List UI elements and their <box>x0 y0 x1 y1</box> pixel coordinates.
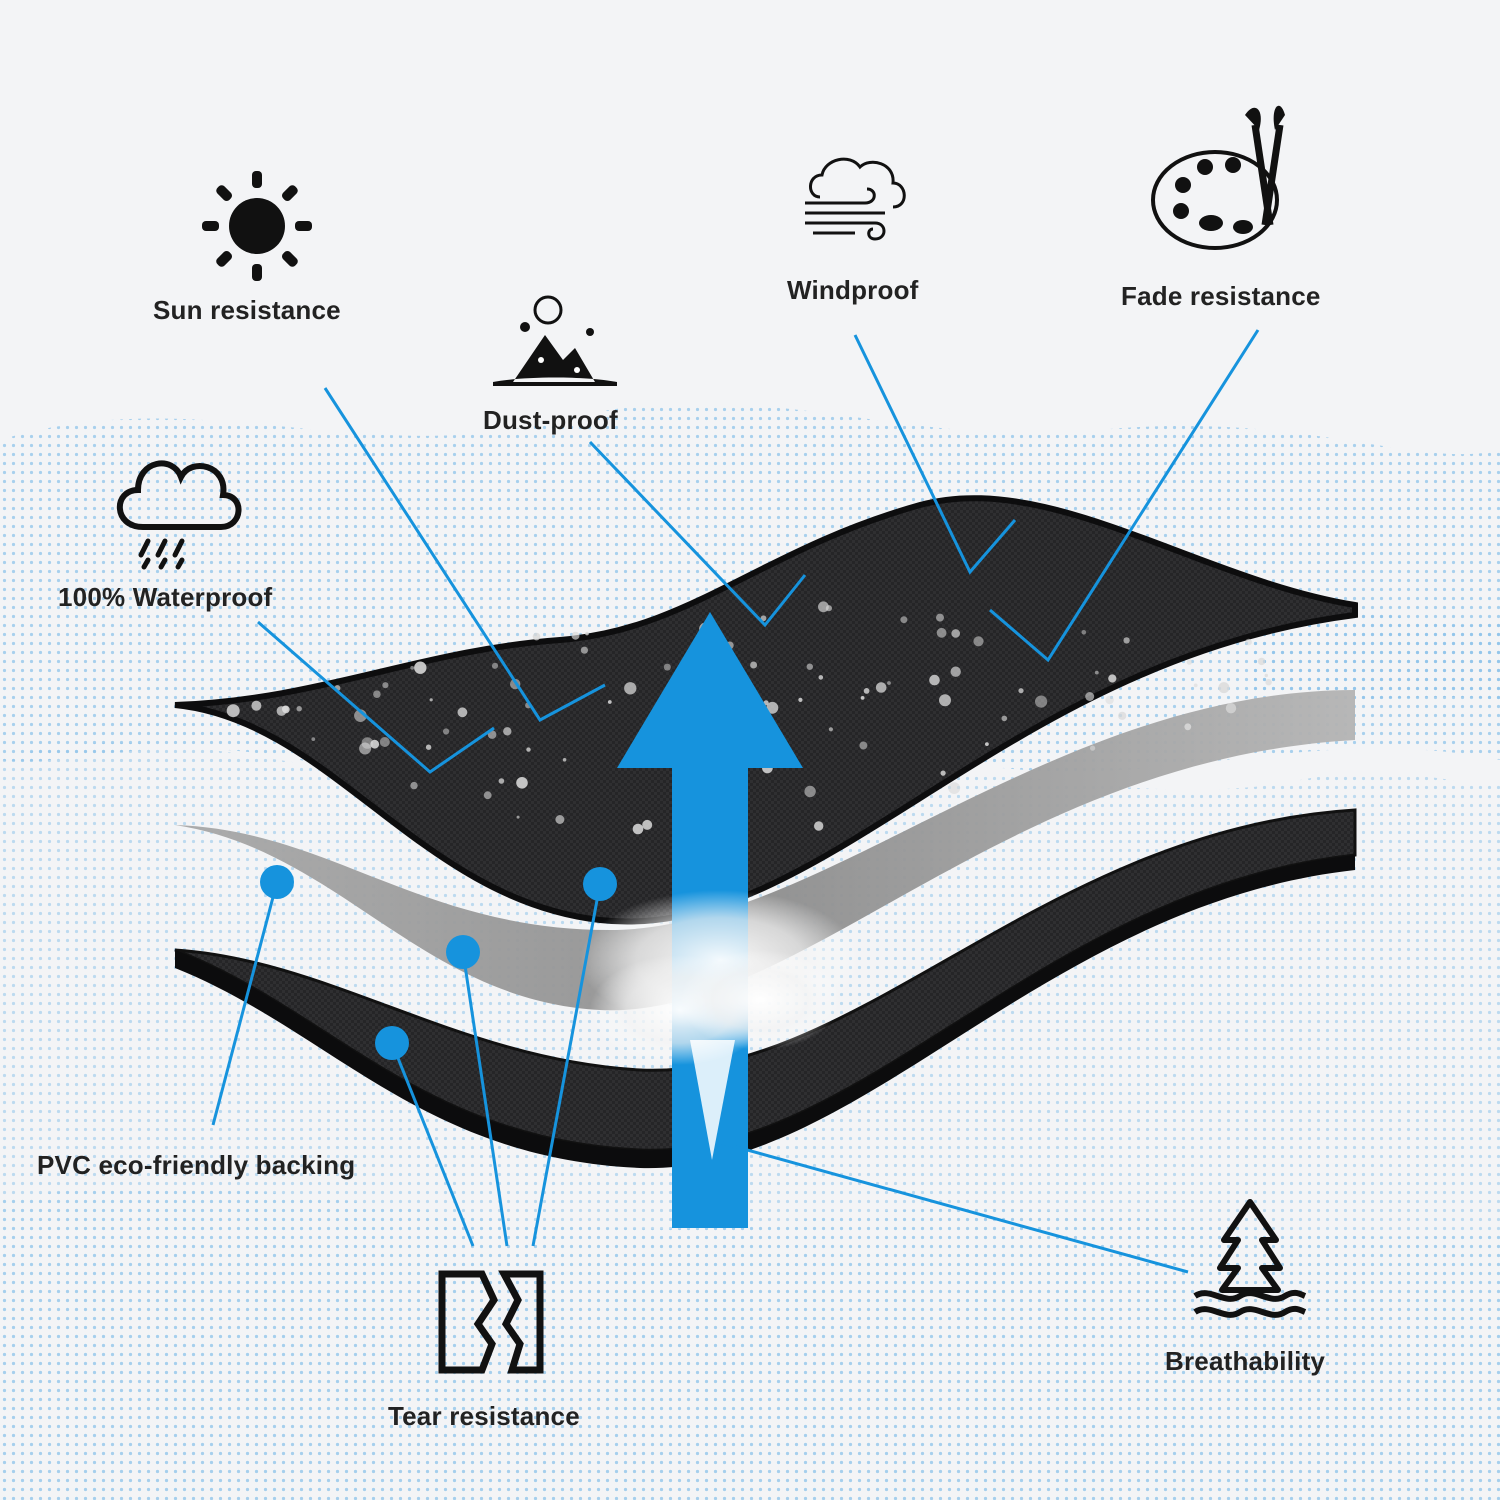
callout-dots <box>260 865 617 1060</box>
waterproof-label: 100% Waterproof <box>58 582 273 612</box>
dust-icon <box>493 295 617 386</box>
callout-lines <box>211 329 1260 1274</box>
sun-resistance-label: Sun resistance <box>153 295 341 325</box>
fade-resistance-label: Fade resistance <box>1121 281 1321 311</box>
breathability-label: Breathability <box>1165 1346 1326 1376</box>
windproof-label: Windproof <box>787 275 919 305</box>
fabric-layer-middle <box>175 690 1355 1011</box>
vapor-cloud <box>580 890 860 1160</box>
sun-icon <box>202 171 312 281</box>
tear-resistance-label: Tear resistance <box>388 1401 580 1431</box>
wind-icon <box>805 157 906 241</box>
palette-icon <box>1151 105 1285 250</box>
rain-cloud-icon <box>116 460 242 570</box>
breathability-icon <box>1193 1199 1307 1318</box>
tear-icon <box>438 1270 544 1374</box>
pvc-backing-label: PVC eco-friendly backing <box>37 1150 356 1180</box>
dust-proof-label: Dust-proof <box>483 405 618 435</box>
